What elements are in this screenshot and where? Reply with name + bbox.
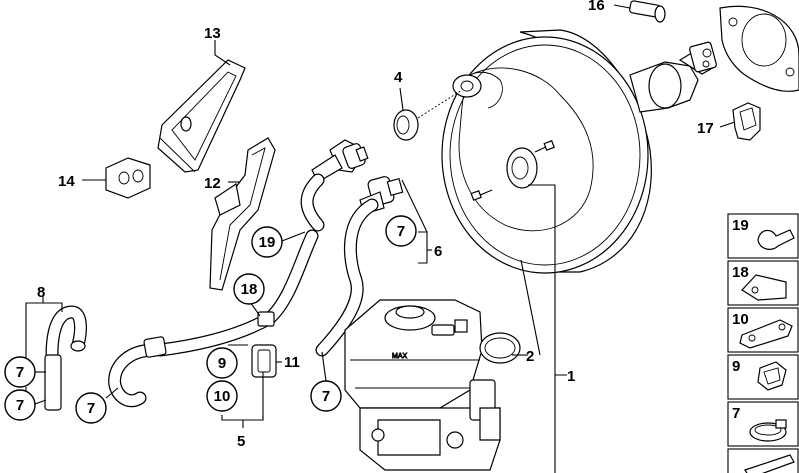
o-ring-2: [479, 332, 521, 364]
vacuum-hoses: [44, 173, 379, 411]
callout-7-e: 7: [16, 397, 24, 414]
callout-8: 8: [37, 284, 45, 301]
bracket-13: [157, 59, 246, 173]
legend-icon-bracket-18: [741, 274, 787, 301]
callout-circle-7-a: [385, 215, 417, 247]
legend-label-18: 18: [732, 264, 749, 281]
callout-7-c: 7: [87, 400, 95, 417]
callout-12: 12: [204, 175, 221, 192]
brake-booster: [441, 29, 717, 274]
callout-2: 2: [526, 348, 534, 365]
callout-14: 14: [58, 173, 75, 190]
callout-16: 16: [588, 0, 605, 14]
parts-legend: 19 18 10 9 7: [727, 213, 799, 473]
callout-11: 11: [284, 354, 300, 371]
callout-13: 13: [204, 25, 221, 42]
hose-clamp: [143, 311, 275, 358]
callout-18: 18: [241, 281, 258, 298]
clip-17: [732, 102, 761, 141]
legend-label-9: 9: [732, 358, 740, 375]
callout-circle-9: [206, 347, 238, 379]
callout-circle-7-e: [4, 389, 36, 421]
callout-circle-19: [251, 226, 283, 258]
callout-circle-7-d: [4, 356, 36, 388]
callout-1: 1: [567, 368, 575, 385]
bracket-12: [209, 137, 276, 291]
legend-icon-clip-9: [757, 361, 787, 391]
rubber-block-14: [105, 157, 151, 199]
callout-9: 9: [218, 355, 226, 372]
callout-10: 10: [214, 388, 231, 405]
check-valve-upper: [311, 139, 369, 183]
legend-label-7: 7: [732, 405, 740, 422]
master-cylinder-reservoir: MAX: [344, 299, 501, 471]
grommet-4: [393, 89, 463, 141]
callout-circle-7-c: [75, 392, 107, 424]
callout-6: 6: [434, 243, 442, 260]
callout-circle-7-b: [310, 380, 342, 412]
callout-circle-10: [206, 380, 238, 412]
callout-4: 4: [394, 69, 403, 86]
legend-label-10: 10: [732, 311, 749, 328]
callout-7-b: 7: [322, 388, 330, 405]
callout-7-d: 7: [16, 364, 24, 381]
legend-label-19: 19: [732, 217, 749, 234]
callouts: 1 2 4 5 6 8 11 12 13 14 16 17 19 18 7 9 …: [4, 0, 714, 450]
callout-5: 5: [237, 433, 245, 450]
callout-circle-18: [233, 273, 265, 305]
reservoir-max-mark: MAX: [392, 353, 408, 360]
callout-19: 19: [259, 234, 276, 251]
booster-gasket: [719, 5, 799, 92]
grommet-11: [251, 344, 277, 378]
bolt-16: [629, 0, 666, 23]
callout-7-a: 7: [397, 223, 405, 240]
legend-icon-clip-19: [757, 229, 795, 250]
callout-17: 17: [697, 120, 714, 137]
